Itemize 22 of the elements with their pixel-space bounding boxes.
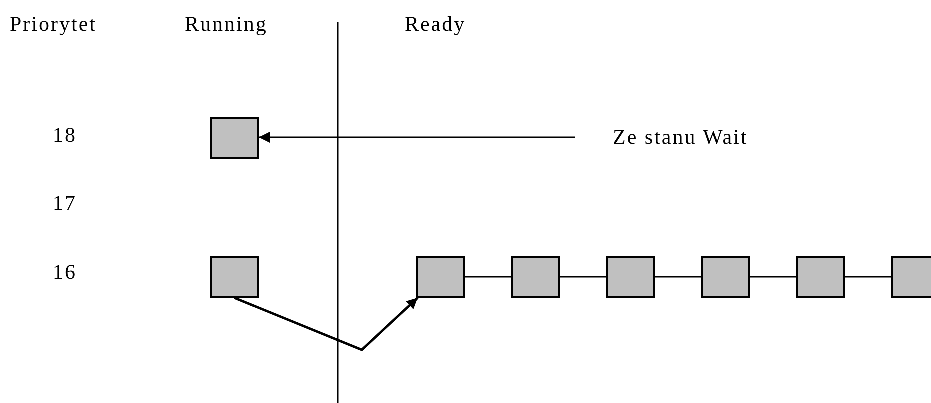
source-label: Ze stanu Wait	[575, 125, 748, 149]
process-box	[701, 256, 750, 298]
process-box	[891, 256, 931, 298]
priority-number: 18	[53, 123, 77, 147]
process-box	[796, 256, 845, 298]
priority-number: 16	[53, 260, 77, 284]
connector-line	[845, 276, 891, 278]
process-box	[210, 256, 259, 298]
arrow	[259, 132, 575, 143]
column-heading: Running	[185, 12, 268, 36]
process-box	[511, 256, 560, 298]
connector-line	[655, 276, 701, 278]
connector-line	[560, 276, 606, 278]
process-box	[416, 256, 465, 298]
connector-line	[465, 276, 511, 278]
process-box	[606, 256, 655, 298]
process-box	[210, 117, 259, 159]
connector-line	[750, 276, 796, 278]
column-heading: Priorytet	[10, 12, 97, 36]
arrow	[234, 296, 419, 352]
column-heading: Ready	[405, 12, 466, 36]
priority-number: 17	[53, 191, 77, 215]
